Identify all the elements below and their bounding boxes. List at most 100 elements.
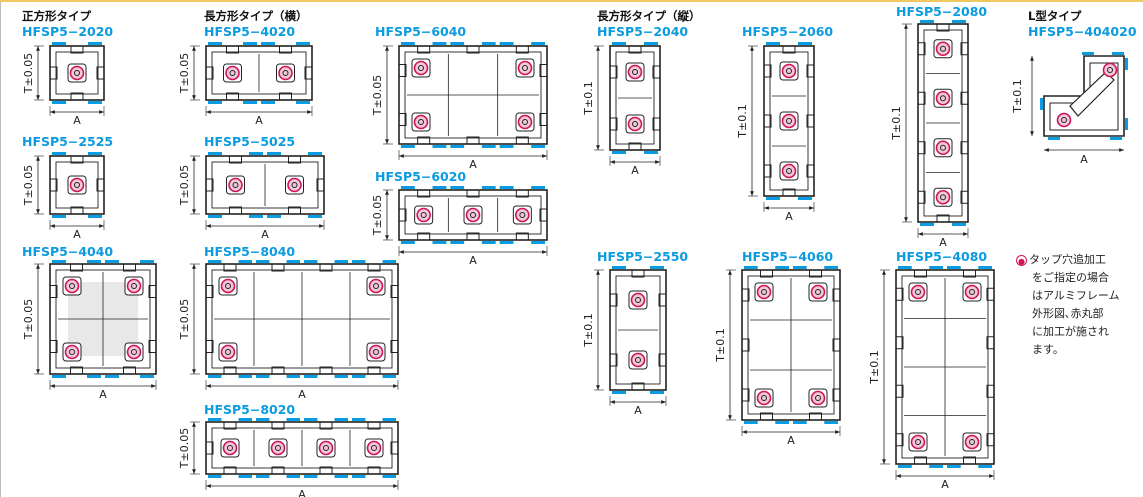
tap-hole: [935, 189, 951, 205]
profile-drawing-4060: AT±0.1: [714, 266, 841, 447]
tap-hole: [64, 344, 80, 360]
profile-drawing-404020: T±0.1 A: [1011, 52, 1128, 166]
tap-hole: [225, 65, 240, 81]
tap-hole: [781, 113, 797, 129]
tap-hole-icon: ●: [1016, 255, 1027, 266]
slot-mark: [256, 260, 270, 263]
dim-t-2060: T±0.1: [736, 104, 749, 138]
profile-label-5025: HFSP5−5025: [204, 134, 295, 149]
slot-mark: [1125, 118, 1128, 130]
slot-mark: [766, 42, 780, 45]
dim-t-2550: T±0.1: [582, 313, 595, 347]
slot-mark: [304, 418, 318, 421]
slot-mark: [334, 475, 348, 478]
tap-hole: [126, 344, 142, 360]
dim-t-404020: T±0.1: [1011, 79, 1024, 113]
dim-t-2080: T±0.1: [890, 106, 903, 140]
slot-mark: [531, 241, 545, 244]
profile-drawing-2080: AT±0.1: [890, 20, 969, 249]
tap-hole: [935, 90, 951, 106]
slot-mark: [612, 42, 626, 45]
slot-mark: [612, 151, 626, 154]
dim-a-4020: A: [255, 114, 263, 127]
slot-mark: [256, 418, 270, 421]
slot-mark: [238, 375, 252, 378]
slot-mark: [249, 215, 263, 218]
slot-mark: [952, 223, 966, 226]
tap-hole: [517, 114, 533, 130]
slot-mark: [286, 375, 300, 378]
profile-drawing-8020: AT±0.05: [178, 418, 399, 497]
group-label-l-type: L型タイプ: [1028, 9, 1082, 23]
dim-a-6020: A: [469, 254, 477, 267]
profile-label-2525: HFSP5−2525: [22, 134, 113, 149]
profile-inner: [615, 275, 661, 385]
tap-hole: [465, 207, 481, 223]
tap-hole: [366, 440, 382, 456]
note-line: ●タップ穴追加工: [1016, 253, 1106, 266]
profile-inner: [615, 51, 655, 145]
slot-mark: [334, 418, 348, 421]
slot-mark: [208, 101, 222, 104]
slot-mark: [952, 20, 966, 23]
slot-mark: [243, 101, 257, 104]
slot-mark: [920, 20, 934, 23]
profile-drawing-8040: AT±0.05: [178, 260, 399, 401]
profile-label-404020: HFSP5−404020: [1028, 24, 1137, 39]
slot-mark: [978, 465, 992, 468]
slot-mark: [286, 475, 300, 478]
profile-label-2060: HFSP5−2060: [742, 24, 833, 39]
slot-mark: [1048, 137, 1060, 140]
tap-hole: [64, 278, 80, 294]
slot-mark: [382, 260, 396, 263]
profile-drawing-4040: A T±0.05: [22, 260, 157, 401]
dim-t-6020: T±0.05: [371, 195, 384, 236]
slot-mark: [296, 42, 310, 45]
tap-hole: [781, 63, 797, 79]
dim-t-2020: T±0.05: [22, 53, 35, 94]
slot-mark: [249, 152, 263, 155]
slot-mark: [450, 145, 465, 148]
slot-mark: [824, 266, 838, 269]
profile-drawing-2020: AT±0.05: [22, 42, 105, 127]
tap-hole: [220, 278, 236, 294]
profile-label-4060: HFSP5−4060: [742, 249, 833, 264]
slot-mark: [650, 391, 664, 394]
dim-t-4020: T±0.05: [178, 53, 191, 94]
slot-mark: [382, 418, 396, 421]
slot-mark: [450, 241, 465, 244]
slot-mark: [243, 42, 257, 45]
dim-a-2525: A: [73, 228, 81, 241]
tap-hole: [413, 60, 429, 76]
profile-label-2020: HFSP5−2020: [22, 24, 113, 39]
slot-mark: [238, 260, 252, 263]
dim-a-8040: A: [298, 388, 306, 401]
dim-t-4040: T±0.05: [22, 299, 35, 340]
tap-hole: [1102, 62, 1118, 78]
slot-mark: [744, 421, 758, 424]
slot-mark: [644, 151, 658, 154]
slot-mark: [481, 42, 496, 45]
slot-mark: [499, 42, 514, 45]
tap-hole: [368, 278, 384, 294]
slot-mark: [304, 475, 318, 478]
profile-drawing-4020: A T±0.05: [178, 42, 313, 127]
slot-mark: [208, 418, 222, 421]
group-label-rect-h: 長方形タイプ（横）: [204, 9, 308, 23]
slot-mark: [499, 186, 514, 189]
profile-label-2040: HFSP5−2040: [597, 24, 688, 39]
dim-a-4040: A: [99, 388, 107, 401]
profile-drawing-6040: AT±0.05: [371, 42, 548, 171]
tap-hole: [126, 278, 142, 294]
tap-hole: [810, 390, 826, 406]
slot-mark: [52, 152, 66, 155]
slot-mark: [87, 260, 101, 263]
profile-drawing-5025: AT±0.05: [178, 152, 325, 241]
profile-inner: [404, 51, 542, 139]
tap-hole: [228, 177, 243, 193]
slot-mark: [1112, 52, 1124, 55]
slot-mark: [793, 421, 807, 424]
profile-inner: [55, 269, 151, 369]
profile-inner: [747, 275, 835, 415]
tap-hole: [278, 65, 293, 81]
